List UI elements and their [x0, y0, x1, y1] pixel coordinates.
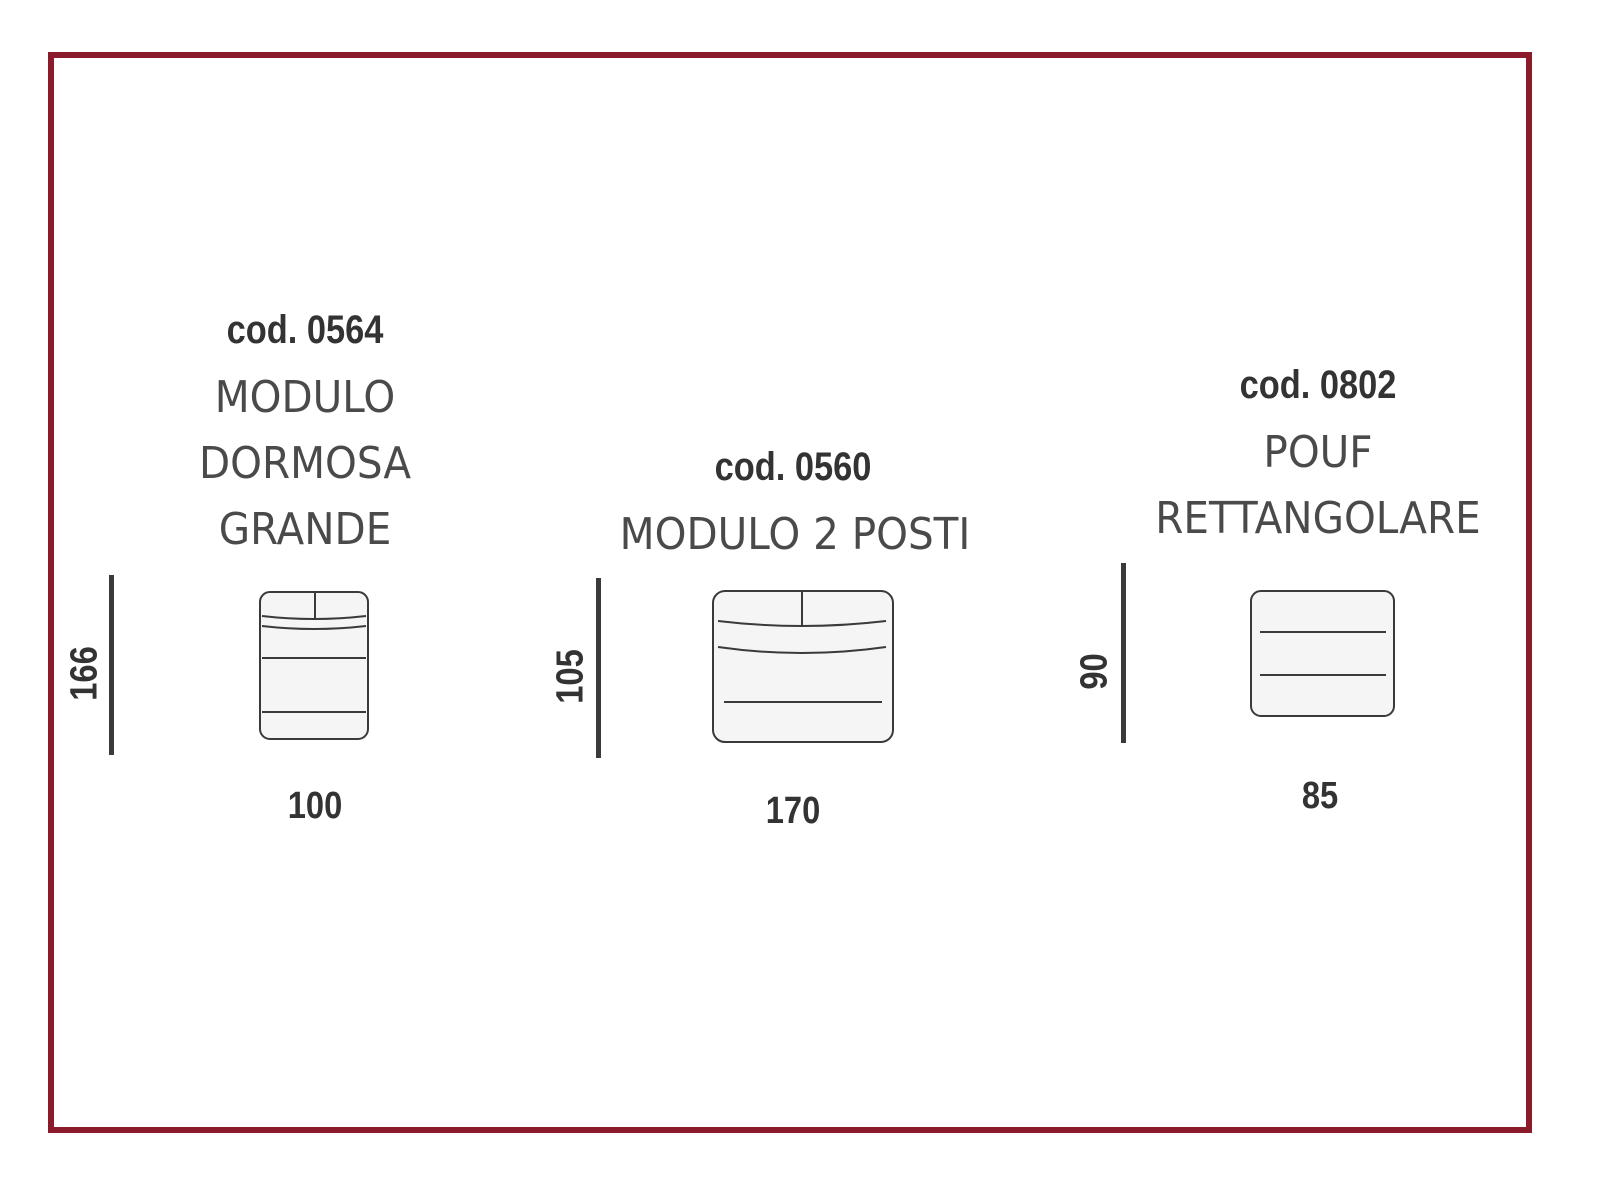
- module-3-width-label: 85: [1301, 775, 1339, 817]
- module-3-depth-bar: [1121, 563, 1126, 743]
- module-3-name-line-1: POUF: [1263, 427, 1373, 478]
- module-2-depth-bar: [596, 578, 601, 758]
- module-1-depth-label: 166: [63, 646, 106, 701]
- module-2-backrest-line: [717, 620, 887, 627]
- module-2-seat-line: [717, 646, 887, 654]
- module-1-drawing: [259, 591, 369, 740]
- module-1-name: MODULO DORMOSA GRANDE: [155, 365, 455, 563]
- module-3-drawing: [1250, 590, 1395, 717]
- module-3-name-line-2: RETTANGOLARE: [1155, 493, 1481, 544]
- module-1-code: cod. 0564: [226, 308, 384, 352]
- page-frame: [48, 52, 1532, 1133]
- module-1-depth-bar: [109, 575, 114, 755]
- module-2-depth-label: 105: [549, 649, 592, 704]
- module-3-depth-label: 90: [1073, 653, 1116, 690]
- module-1-backrest-line: [261, 615, 367, 620]
- module-1-name-line-3: GRANDE: [218, 504, 392, 555]
- module-1-name-line-1: MODULO: [214, 372, 396, 423]
- module-3-code: cod. 0802: [1239, 363, 1397, 407]
- module-2-drawing: [712, 590, 894, 743]
- module-2-name-line-1: MODULO 2 POSTI: [619, 509, 971, 560]
- module-3-outline: [1250, 590, 1395, 717]
- module-1-width-label: 100: [287, 785, 343, 827]
- module-2-code: cod. 0560: [714, 445, 872, 489]
- module-2-name: MODULO 2 POSTI: [595, 502, 995, 568]
- module-2-width-label: 170: [765, 790, 821, 832]
- module-3-name: POUF RETTANGOLARE: [1118, 420, 1518, 552]
- module-1-backrest-line-2: [261, 625, 367, 630]
- module-1-name-line-2: DORMOSA: [198, 438, 412, 489]
